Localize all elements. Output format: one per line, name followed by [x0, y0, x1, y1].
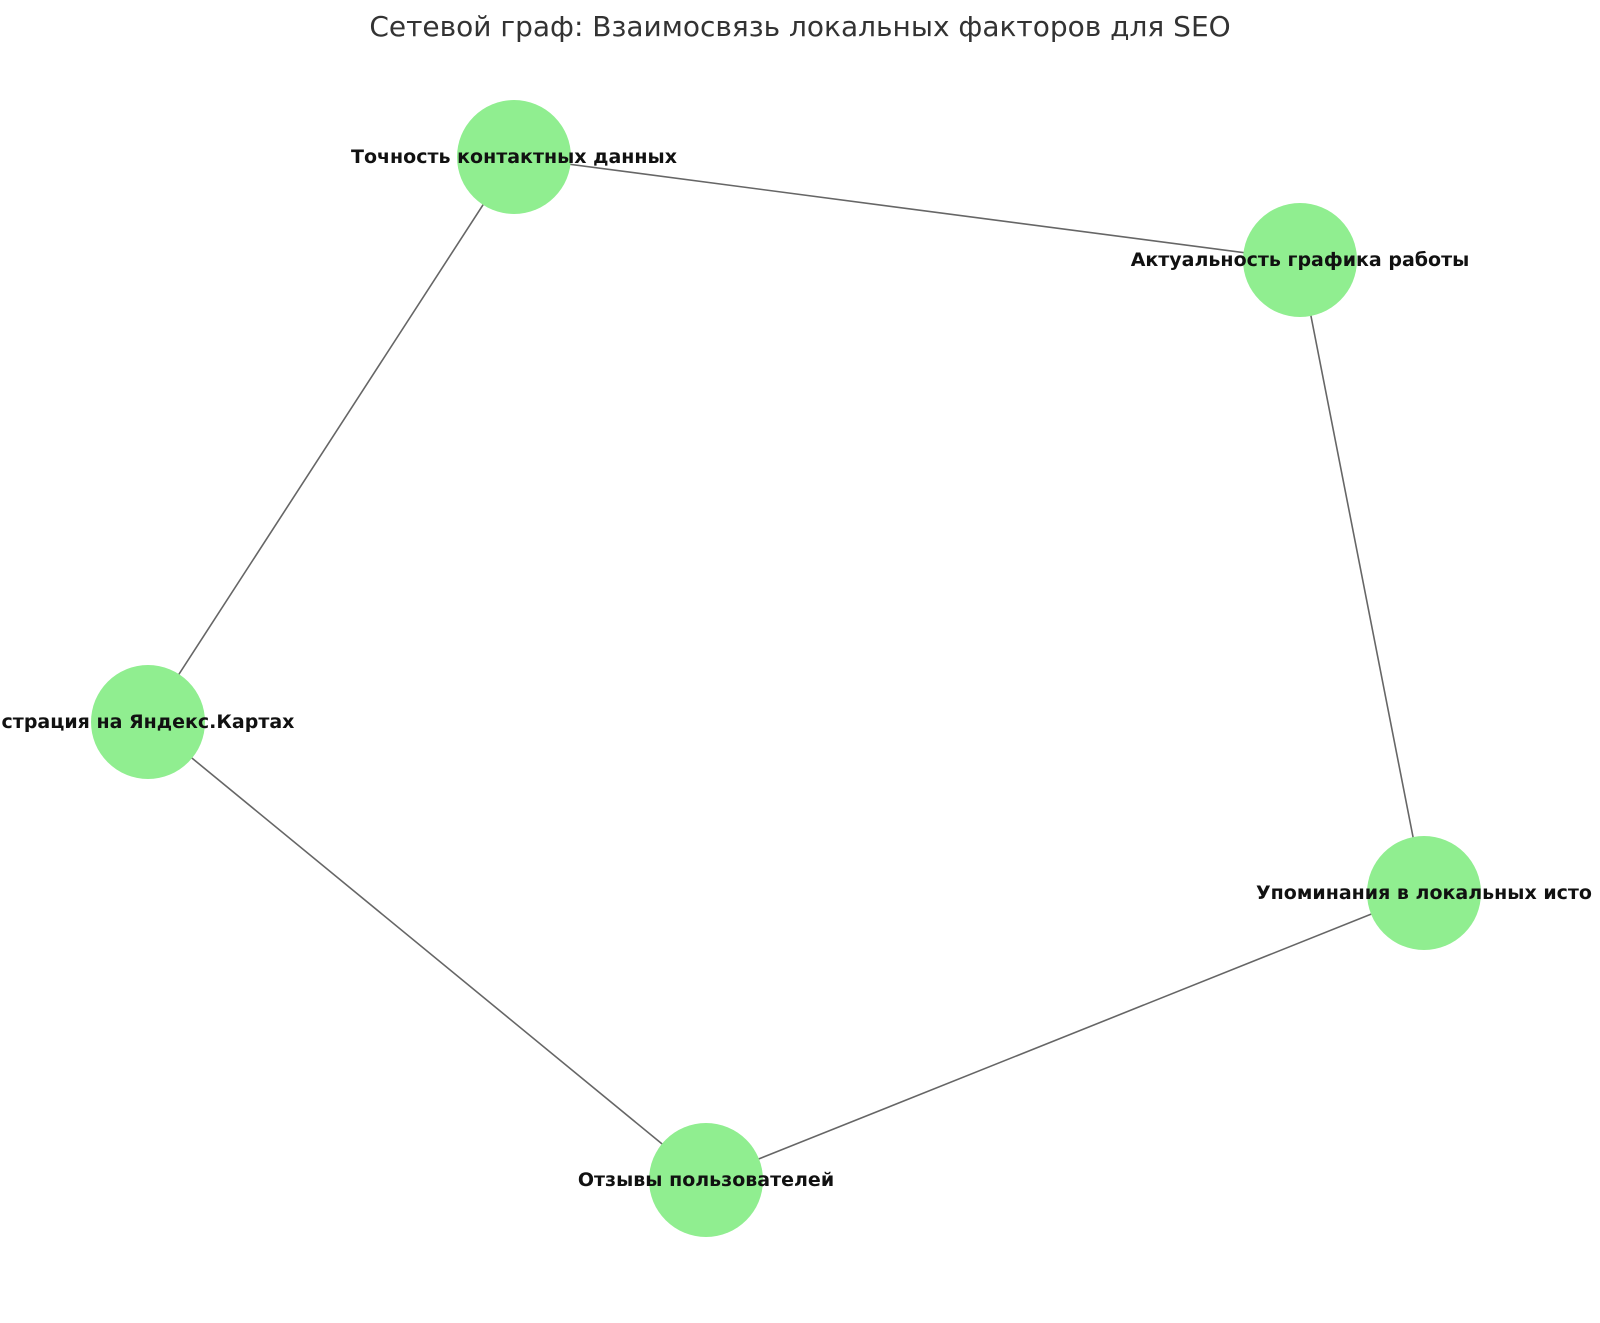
graph-nodes-layer — [91, 100, 1481, 1237]
graph-node-mentions[interactable] — [1367, 836, 1481, 950]
graph-node-label-mentions: Упоминания в локальных исто — [1256, 882, 1592, 904]
graph-edge — [147, 156, 515, 723]
graph-node-reviews[interactable] — [649, 1123, 763, 1237]
graph-edge — [513, 156, 1301, 261]
graph-node-yandex_maps[interactable] — [91, 665, 205, 779]
graph-node-label-schedule: Актуальность графика работы — [1131, 249, 1470, 271]
graph-node-label-yandex_maps: страция на Яндекс.Картах — [2, 711, 295, 733]
graph-node-contacts[interactable] — [457, 100, 571, 214]
graph-edges-layer — [147, 156, 1425, 1181]
graph-edge — [147, 721, 707, 1181]
graph-edge — [705, 892, 1425, 1181]
graph-edge — [1299, 259, 1425, 894]
page-title: Сетевой граф: Взаимосвязь локальных факт… — [369, 10, 1231, 43]
graph-node-schedule[interactable] — [1243, 203, 1357, 317]
graph-node-label-reviews: Отзывы пользователей — [578, 1169, 834, 1191]
graph-node-label-contacts: Точность контактных данных — [351, 146, 677, 168]
